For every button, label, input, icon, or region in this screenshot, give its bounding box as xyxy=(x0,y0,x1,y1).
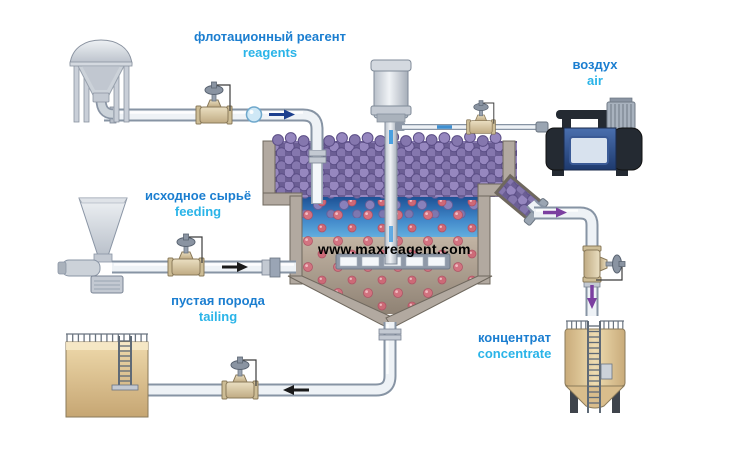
flow-arrow-concentrate-right xyxy=(543,207,567,218)
agitator-motor xyxy=(370,59,412,131)
label-concentrate: концентрат concentrate xyxy=(452,330,577,362)
concentrate-silo xyxy=(564,320,626,413)
label-air: воздух air xyxy=(540,57,650,89)
tailings-tank xyxy=(65,333,149,418)
label-feeding-ru: исходное сырьё xyxy=(144,188,252,203)
sight-glass xyxy=(245,106,263,123)
label-air-ru: воздух xyxy=(572,57,618,72)
flow-arrow-tailings xyxy=(283,385,309,395)
flow-arrow-concentrate-down xyxy=(587,285,597,309)
air-control-valve xyxy=(466,100,496,135)
label-tailing-ru: пустая порода xyxy=(171,293,265,308)
air-compressor xyxy=(535,97,643,176)
concentrate-silo-ladder xyxy=(587,321,613,413)
feed-hopper xyxy=(57,197,128,294)
flow-arrow-feed xyxy=(222,262,248,272)
flow-arrow-reagent xyxy=(269,109,295,120)
label-reagent: флотационный реагент reagents xyxy=(175,29,365,61)
label-tailing-en: tailing xyxy=(198,309,238,324)
label-concentrate-ru: концентрат xyxy=(477,330,552,345)
tailings-pipe xyxy=(147,322,402,397)
label-air-en: air xyxy=(587,73,603,88)
label-feeding-en: feeding xyxy=(174,204,222,219)
tailings-tank-ladder xyxy=(111,336,139,391)
feed-control-valve xyxy=(167,233,205,277)
label-tailing: пустая порода tailing xyxy=(148,293,288,325)
label-reagent-en: reagents xyxy=(242,45,298,60)
label-concentrate-en: concentrate xyxy=(477,346,552,361)
flotation-cell xyxy=(262,131,551,329)
watermark-text: www.maxreagent.com xyxy=(318,241,471,257)
label-feeding: исходное сырьё feeding xyxy=(128,188,268,220)
reagent-control-valve xyxy=(195,81,233,125)
concentrate-control-valve xyxy=(582,245,626,283)
reagent-tank xyxy=(69,39,133,123)
label-reagent-ru: флотационный реагент xyxy=(194,29,346,44)
tailings-control-valve xyxy=(221,356,259,400)
